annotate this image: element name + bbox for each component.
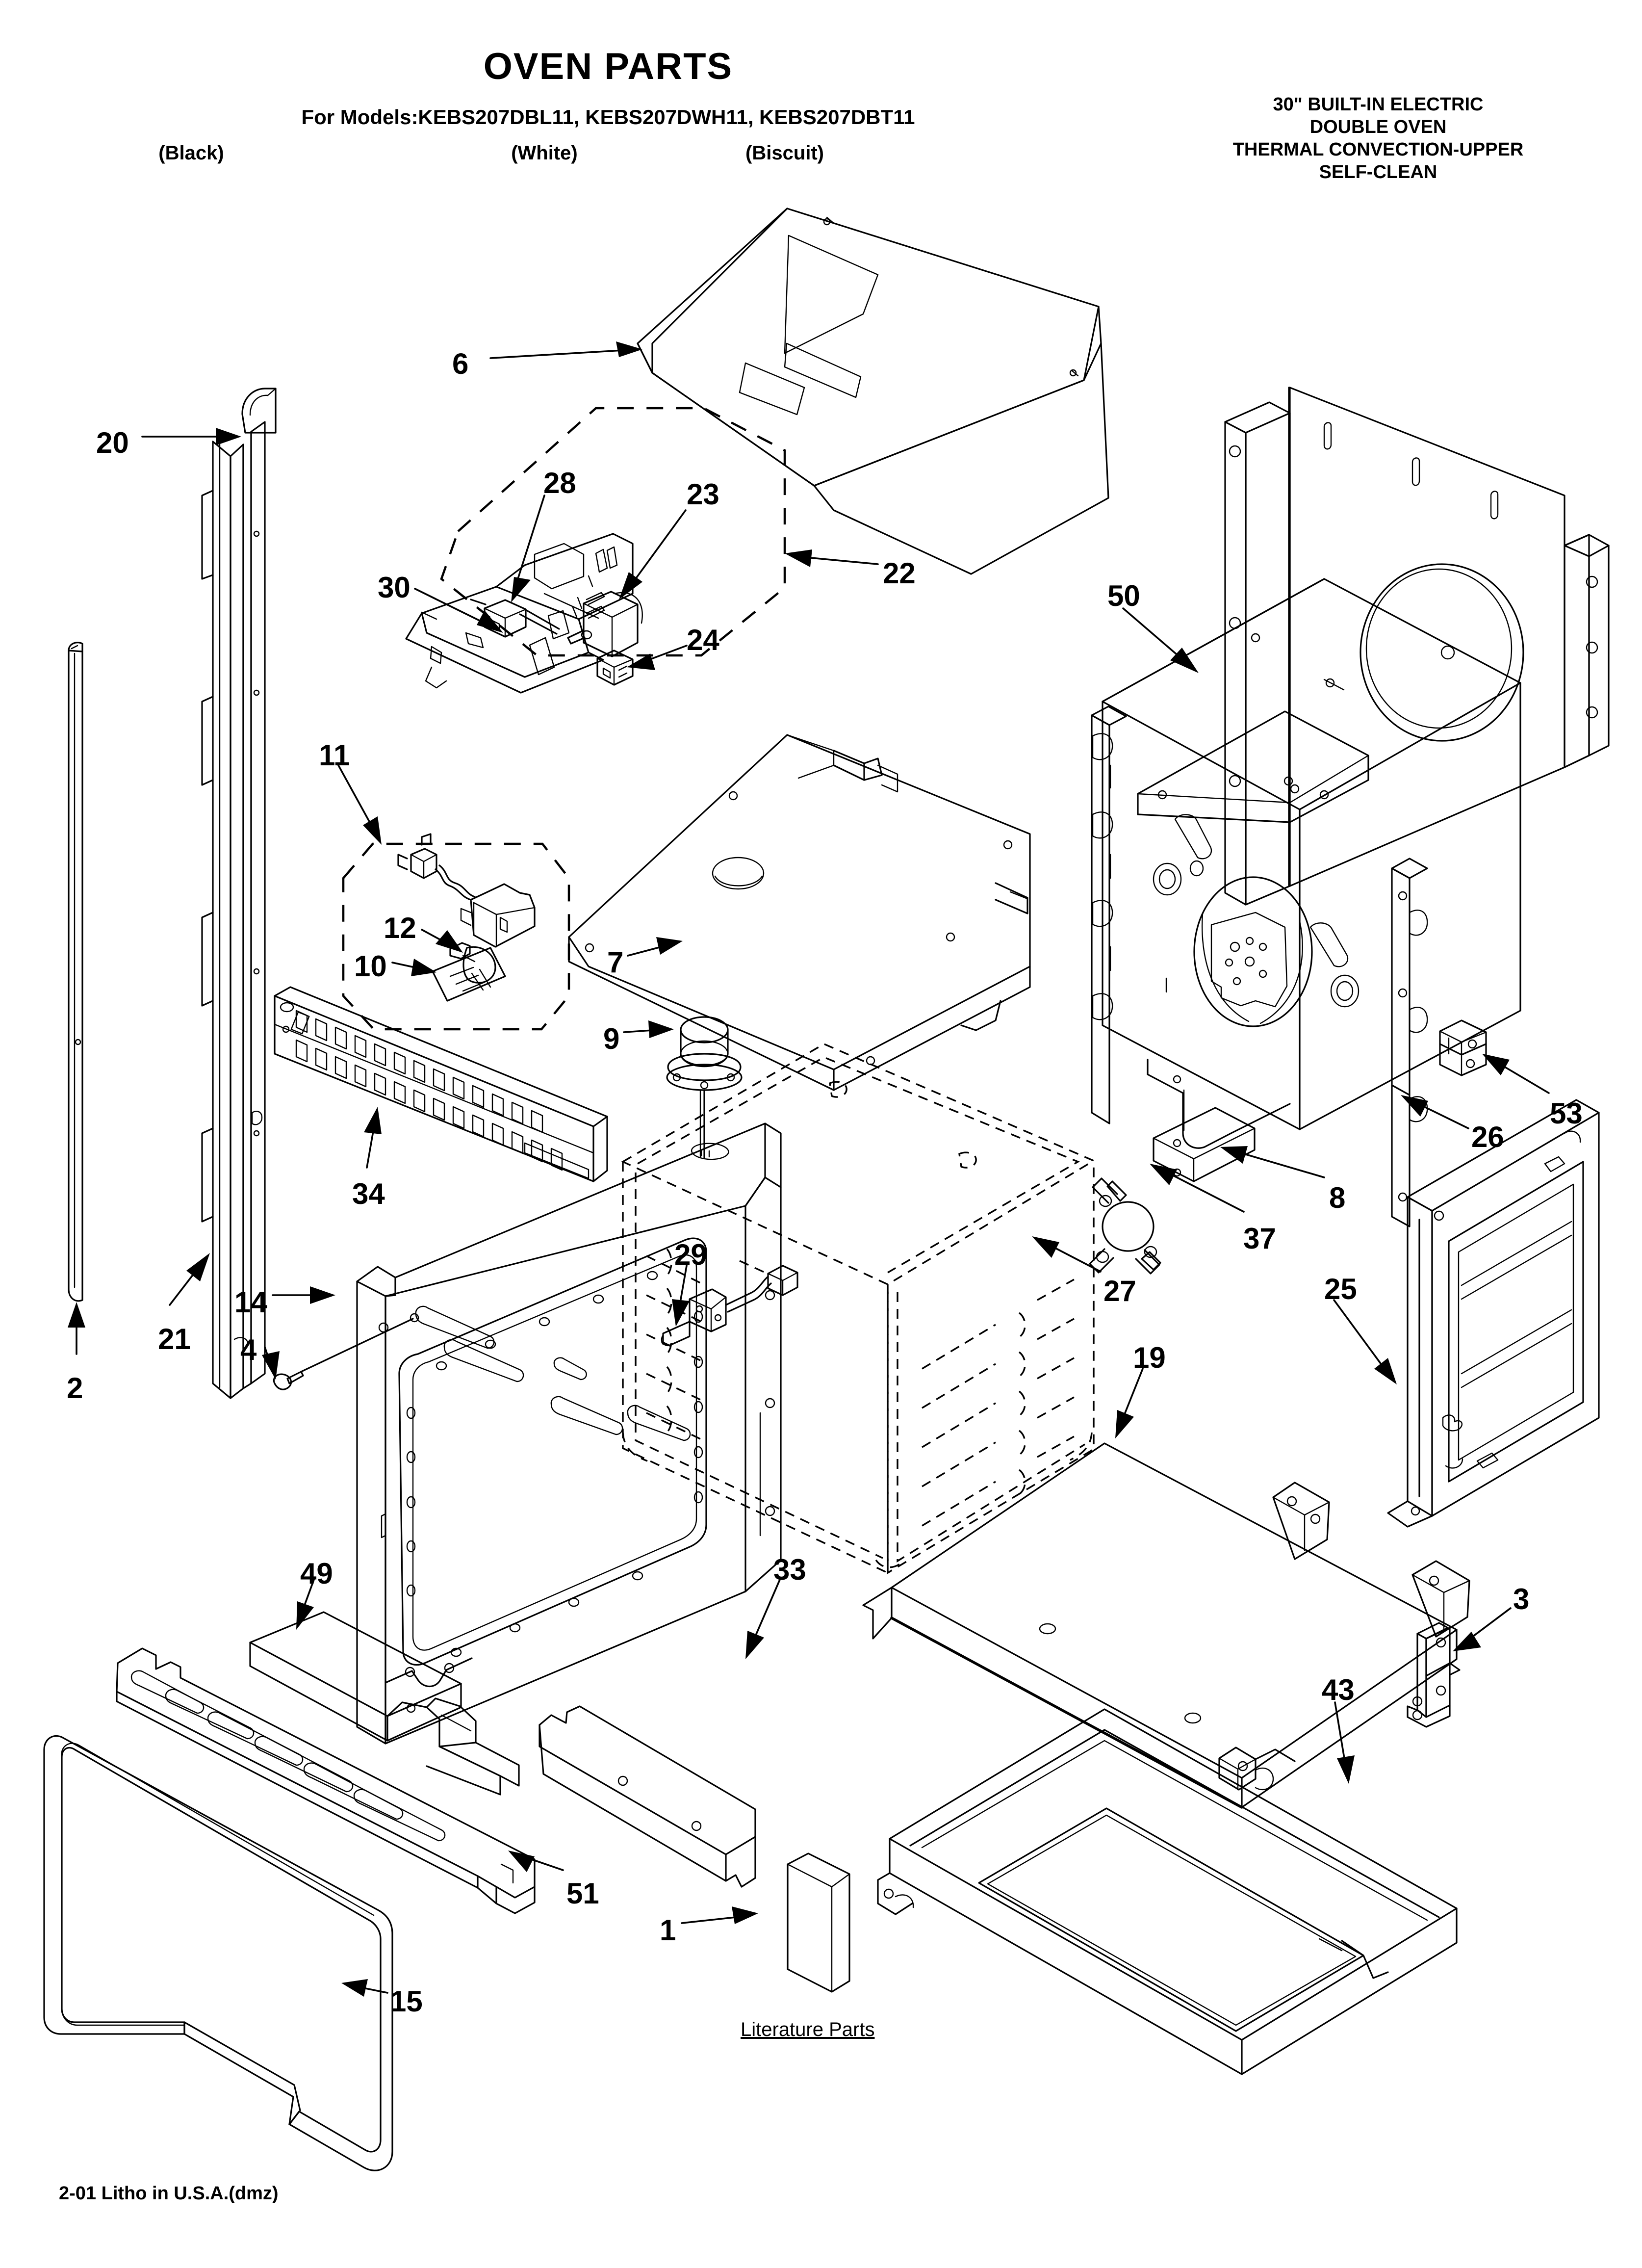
callout-number-10[interactable]: 10 [354, 950, 387, 983]
part-27-oven-cavity-liner [621, 1043, 1096, 1575]
part-20-trim-end-cap [241, 388, 277, 434]
models-line: For Models:KEBS207DBL11, KEBS207DWH11, K… [301, 105, 915, 129]
callout-number-3[interactable]: 3 [1513, 1583, 1530, 1616]
callout-number-1[interactable]: 1 [660, 1914, 676, 1947]
diagram-header: OVEN PARTS For Models:KEBS207DBL11, KEBS… [0, 0, 1642, 211]
callout-number-6[interactable]: 6 [452, 347, 469, 380]
part-2-rod [68, 642, 83, 1302]
callout-number-7[interactable]: 7 [607, 946, 624, 979]
part-14-front-frame [356, 1122, 782, 1745]
part-53-mounting-clip [1439, 1019, 1487, 1076]
part-30-control-bracket [405, 533, 634, 694]
part-22-control-assembly-boundary [440, 407, 786, 657]
model-spec-block: 30" BUILT-IN ELECTRIC DOUBLE OVEN THERMA… [1177, 93, 1579, 183]
part-10-lamp-lens [432, 947, 506, 1002]
callout-number-19[interactable]: 19 [1133, 1341, 1166, 1374]
callout-number-14[interactable]: 14 [234, 1286, 267, 1319]
spec-line-2: DOUBLE OVEN [1309, 117, 1447, 137]
callout-number-51[interactable]: 51 [566, 1877, 599, 1910]
part-50-rear-panel [1224, 387, 1610, 906]
callout-number-23[interactable]: 23 [687, 478, 719, 511]
part-6-top-shroud [637, 208, 1109, 575]
callout-number-28[interactable]: 28 [543, 467, 576, 499]
part-43-base-pan [877, 1708, 1458, 2075]
callout-number-25[interactable]: 25 [1324, 1273, 1357, 1305]
callout-number-37[interactable]: 37 [1243, 1222, 1276, 1255]
part-26-side-chassis-panel [1091, 578, 1521, 1227]
callout-number-2[interactable]: 2 [67, 1372, 83, 1405]
part-11-lamp-assembly-boundary [342, 842, 570, 1031]
callout-number-9[interactable]: 9 [603, 1022, 620, 1055]
part-9-blower-motor-hub [666, 1016, 743, 1159]
part-3-angle-bracket [1407, 1622, 1461, 1728]
callout-number-49[interactable]: 49 [300, 1557, 333, 1590]
part-7-upper-deck-panel [568, 734, 1031, 1091]
part-37-thermal-cutout [1089, 1177, 1161, 1275]
callout-number-30[interactable]: 30 [378, 571, 410, 604]
part-12-light-bulb [449, 942, 496, 984]
callout-number-4[interactable]: 4 [240, 1333, 257, 1366]
callout-number-21[interactable]: 21 [158, 1323, 191, 1356]
callout-number-29[interactable]: 29 [674, 1238, 707, 1271]
part-51-front-trim-handle [116, 1647, 536, 1914]
callout-number-15[interactable]: 15 [390, 1985, 423, 2018]
part-25-inner-door-panel [1387, 1099, 1600, 1528]
spec-line-1: 30" BUILT-IN ELECTRIC [1273, 94, 1484, 115]
part-28-switch [470, 599, 560, 638]
part-21-side-trim [201, 421, 266, 1399]
part-4-screw [273, 1313, 419, 1390]
callout-number-43[interactable]: 43 [1322, 1673, 1355, 1706]
part-23-timer-motor [567, 591, 643, 657]
color-white: (White) [511, 142, 578, 164]
part-34-vent-trim [274, 986, 608, 1182]
callout-number-50[interactable]: 50 [1107, 579, 1140, 612]
color-biscuit: (Biscuit) [745, 142, 824, 164]
color-variant-row: (Black) (White) (Biscuit) [0, 142, 1216, 172]
footer-print-code: 2-01 Litho in U.S.A.(dmz) [59, 2183, 279, 2204]
part-15-door-gasket [43, 1735, 393, 2171]
callout-number-27[interactable]: 27 [1103, 1275, 1136, 1307]
leader-lines [68, 341, 1550, 1997]
callout-number-22[interactable]: 22 [883, 557, 916, 590]
part-8-terminal-block [1153, 1107, 1256, 1182]
part-1-literature [787, 1852, 850, 1993]
page-title: OVEN PARTS [483, 46, 733, 87]
part-49-support-rail [249, 1611, 520, 1796]
literature-parts-label: Literature Parts [741, 2019, 875, 2040]
callout-number-34[interactable]: 34 [352, 1177, 385, 1210]
callout-number-12[interactable]: 12 [384, 912, 416, 944]
part-33-bottom-rail [539, 1705, 756, 1888]
part-19-bottom-deck [862, 1442, 1470, 1809]
spec-line-4: SELF-CLEAN [1319, 162, 1437, 182]
callout-number-33[interactable]: 33 [773, 1553, 806, 1586]
part-29-temperature-sensor [661, 1265, 798, 1347]
part-11-lamp-socket [397, 833, 536, 948]
part-24-micro-switch [596, 650, 634, 686]
callout-number-24[interactable]: 24 [687, 624, 719, 656]
callout-number-26[interactable]: 26 [1471, 1121, 1504, 1153]
callout-number-8[interactable]: 8 [1329, 1181, 1346, 1214]
color-black: (Black) [158, 142, 224, 164]
callout-number-53[interactable]: 53 [1550, 1097, 1583, 1130]
spec-line-3: THERMAL CONVECTION-UPPER [1232, 139, 1524, 160]
callout-number-20[interactable]: 20 [96, 426, 129, 459]
callout-number-11[interactable]: 11 [319, 739, 350, 772]
